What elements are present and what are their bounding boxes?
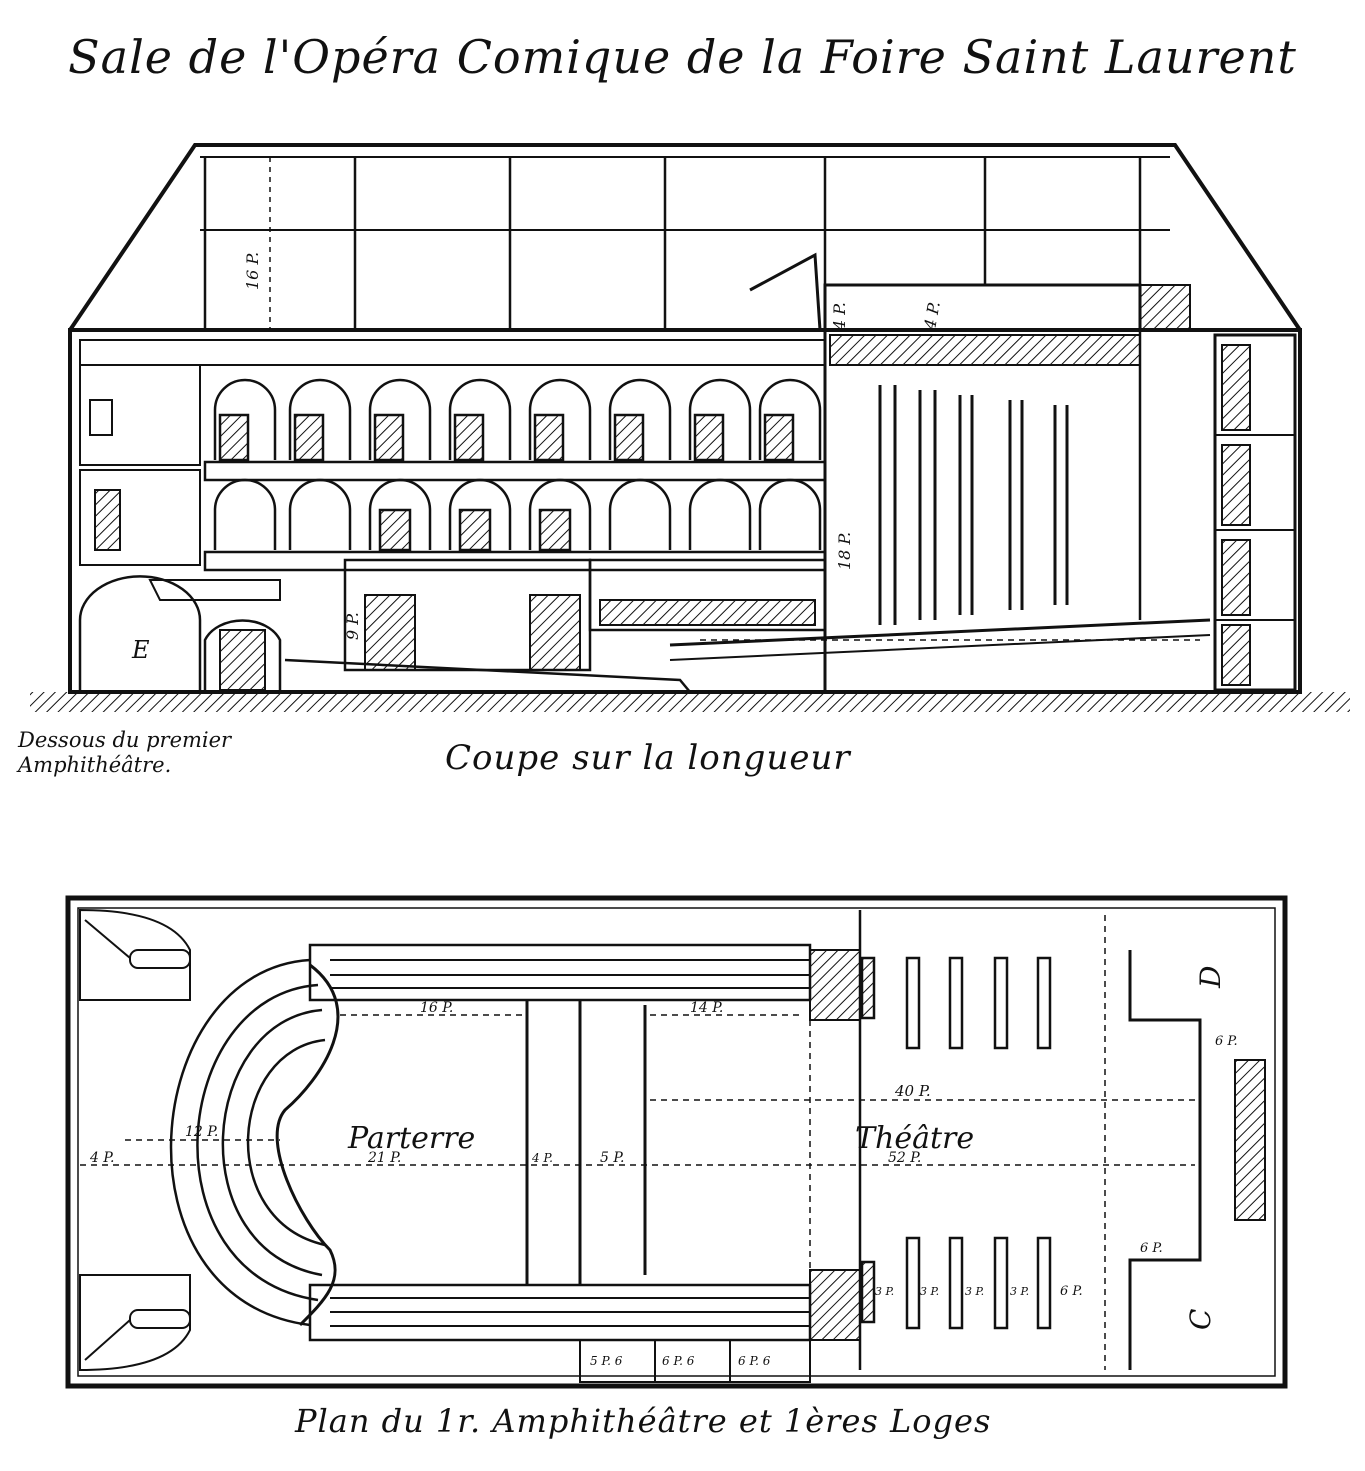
theatre-label: Théâtre xyxy=(855,1121,974,1156)
plan-caption: Plan du 1r. Amphithéâtre et 1ères Loges xyxy=(295,1402,992,1440)
dim-6b: 6 P. xyxy=(1140,1241,1163,1256)
dim-6-6b: 6 P. 6 xyxy=(738,1354,771,1368)
dim-52: 52 P. xyxy=(888,1150,921,1166)
dim-14: 14 P. xyxy=(690,1000,723,1016)
roof-outline xyxy=(68,143,1302,332)
section-dim-18: 18 P. xyxy=(835,532,854,570)
dim-3b: 3 P. xyxy=(920,1285,939,1298)
section-dim-16: 16 P. xyxy=(243,252,262,290)
dim-3d: 3 P. xyxy=(1010,1285,1029,1298)
dim-5-6: 5 P. 6 xyxy=(590,1354,623,1368)
dim-12: 12 P. xyxy=(185,1124,218,1140)
letter-e: E xyxy=(131,636,150,664)
floor-plan xyxy=(65,895,1288,1389)
letter-d: D xyxy=(1194,966,1227,989)
section-dim-9: 9 P. xyxy=(343,612,362,640)
parterre-curve xyxy=(275,963,340,1327)
dim-3a: 3 P. xyxy=(875,1285,894,1298)
under-amphitheatre-label: Dessous du premier Amphithéâtre. xyxy=(18,728,231,778)
dim-4: 4 P. xyxy=(89,1150,114,1166)
roof-posts xyxy=(203,157,1142,330)
letter-c: C xyxy=(1184,1309,1217,1330)
dim-16: 16 P. xyxy=(420,1000,453,1016)
drawing-title: Sale de l'Opéra Comique de la Foire Sain… xyxy=(68,30,1297,84)
lower-arcade xyxy=(213,478,822,552)
dim-6-6a: 6 P. 6 xyxy=(662,1354,695,1368)
section-caption: Coupe sur la longueur xyxy=(445,738,851,778)
under-label-line1: Dessous du premier xyxy=(18,728,232,752)
plan-outline xyxy=(65,895,1288,1389)
dim-6c: 6 P. xyxy=(1060,1284,1083,1299)
section-dim-4b: 4 P. xyxy=(920,300,944,332)
stage-wings xyxy=(878,385,1069,625)
ground-hatch xyxy=(30,692,1350,712)
dim-40: 40 P. xyxy=(894,1082,931,1100)
longitudinal-section xyxy=(30,143,1350,712)
plan-stage-flats xyxy=(860,956,1052,1330)
parterre-label: Parterre xyxy=(347,1121,475,1156)
under-label-line2: Amphithéâtre. xyxy=(18,753,172,777)
upper-arcade xyxy=(213,378,822,462)
dim-3c: 3 P. xyxy=(965,1285,984,1298)
dim-5: 5 P. xyxy=(600,1150,624,1166)
dim-21: 21 P. xyxy=(367,1150,401,1166)
section-dim-4a: 4 P. xyxy=(830,302,849,331)
amphitheatre-tiers xyxy=(169,958,326,1327)
dim-6a: 6 P. xyxy=(1215,1034,1238,1049)
plan-dimensions xyxy=(80,915,1195,1370)
dim-4b: 4 P. xyxy=(531,1151,553,1165)
left-stairs xyxy=(79,908,191,1372)
